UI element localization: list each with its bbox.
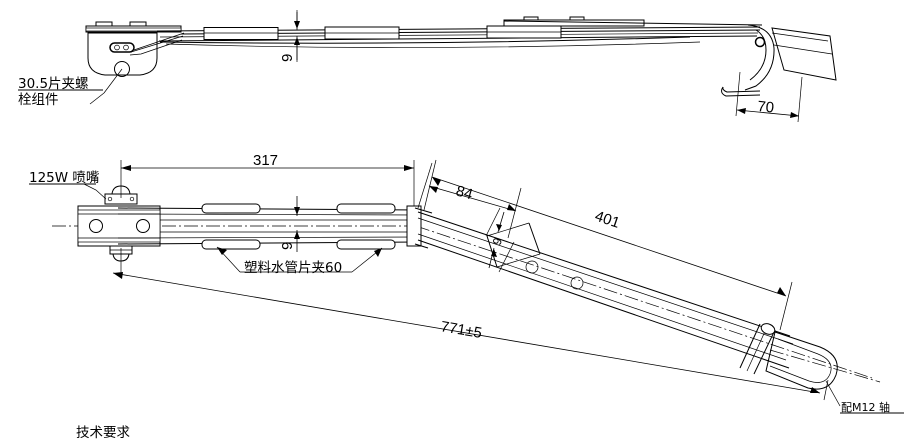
callout-m12-shaft: 配M12 轴 bbox=[825, 380, 904, 414]
dim-value-top-height: 9 bbox=[279, 54, 296, 62]
dim-top-height-9: 9 bbox=[279, 10, 300, 62]
dim-bend-9: 9 bbox=[485, 207, 515, 273]
dim-401: 401 bbox=[423, 159, 793, 331]
nozzle-bracket bbox=[77, 185, 161, 262]
dim-84: 84 bbox=[417, 162, 522, 239]
callout-nozzle-label: 125W 喷嘴 bbox=[29, 170, 99, 186]
centerline-inclined bbox=[415, 225, 873, 379]
top-view-group: 9 70 30.5片夹螺 栓组件 bbox=[18, 10, 837, 123]
arm-head-hook bbox=[721, 24, 837, 97]
dim-317: 317 bbox=[120, 152, 415, 206]
dim-end-width-70: 70 bbox=[735, 71, 803, 123]
callout-hose-clip: 塑料水管片夹60 bbox=[216, 246, 383, 276]
dim-771: 771±5 bbox=[112, 248, 829, 401]
callout-bolt-assembly-label-line2: 栓组件 bbox=[18, 92, 59, 108]
dim-plan-tube-9: 9 bbox=[279, 196, 300, 252]
dim-value-end-width: 70 bbox=[757, 98, 775, 117]
callout-nozzle: 125W 喷嘴 bbox=[29, 170, 107, 200]
tube-body-plan bbox=[117, 203, 422, 250]
dim-value-317: 317 bbox=[253, 152, 278, 169]
callout-bolt-assembly: 30.5片夹螺 栓组件 bbox=[18, 68, 123, 108]
arm-shaft-upper bbox=[156, 16, 763, 48]
dim-value-84: 84 bbox=[454, 183, 475, 204]
bottom-view-group: 317 9 84 9 bbox=[29, 152, 904, 414]
tech-requirements-heading: 技术要求 bbox=[76, 425, 130, 440]
dim-value-401: 401 bbox=[593, 208, 622, 232]
dim-value-771: 771±5 bbox=[439, 318, 483, 342]
callout-m12-shaft-label: 配M12 轴 bbox=[841, 400, 890, 414]
housing-slot-detail bbox=[109, 42, 135, 53]
dim-value-plan-tube: 9 bbox=[279, 242, 296, 250]
callout-bolt-assembly-label-line1: 30.5片夹螺 bbox=[18, 76, 89, 92]
dim-value-bend: 9 bbox=[490, 236, 506, 247]
pivot-housing bbox=[85, 21, 185, 77]
angled-arm-plan bbox=[414, 207, 881, 390]
callout-hose-clip-label: 塑料水管片夹60 bbox=[244, 260, 342, 276]
